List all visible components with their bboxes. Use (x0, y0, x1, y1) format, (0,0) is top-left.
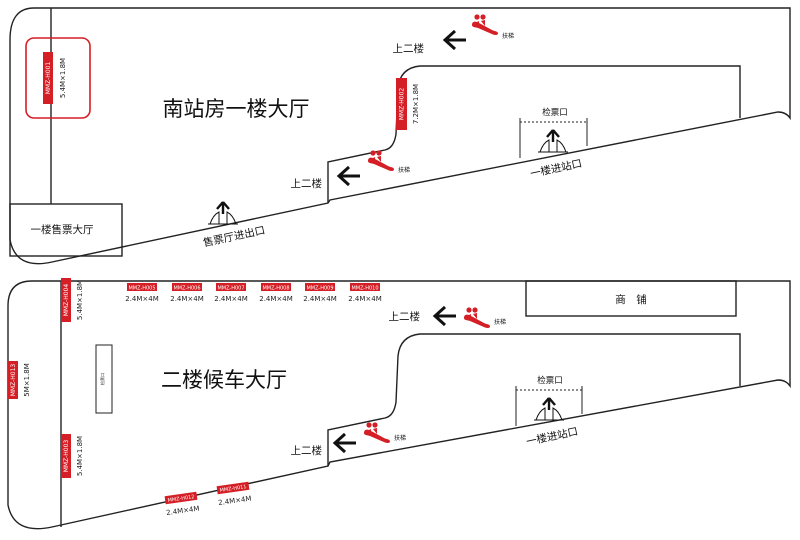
sign-mmz-h011: MMZ-H011 2.4M×4M (216, 481, 252, 508)
escalator-icon (464, 307, 490, 329)
entrance-door-icon (534, 396, 564, 422)
floor1-upper-platform (327, 65, 741, 203)
floor1-highlight-frame (25, 37, 91, 119)
sign-mmz-h001: MMZ-H001 5.4M×1.8M (43, 52, 67, 104)
floor2-gate-label: 检票口 (537, 375, 563, 386)
floor1-gate-label: 检票口 (542, 107, 568, 118)
floor2-upper-platform (327, 333, 741, 466)
floor2-outline (7, 280, 791, 530)
svg-text:MMZ-H012: MMZ-H012 (167, 494, 195, 504)
escalator-icon (364, 422, 390, 444)
svg-text:5.4M×1.8M: 5.4M×1.8M (76, 280, 84, 320)
floor2-shop-label: 商 铺 (615, 293, 647, 306)
escalator-icon (472, 14, 498, 36)
floor1-up-label-mid: 上二楼 (291, 177, 323, 190)
left-arrow-icon (432, 305, 456, 327)
floor1-ticket-hall-box (9, 203, 123, 257)
floor2-up-label-mid: 上二楼 (291, 444, 323, 457)
floor2-check-box-label: 检票口 (99, 373, 105, 385)
svg-text:5M×1.8M: 5M×1.8M (23, 363, 31, 397)
floor1-escalator-label-top: 扶梯 (502, 32, 514, 40)
left-arrow-icon (336, 165, 360, 187)
left-arrow-icon (332, 432, 356, 454)
svg-text:MMZ-H002: MMZ-H002 (399, 88, 406, 121)
escalator-icon (368, 150, 394, 172)
floor1-escalator-label-mid: 扶梯 (398, 166, 410, 174)
svg-text:2.4M×4M: 2.4M×4M (348, 295, 382, 303)
svg-text:MMZ-H001: MMZ-H001 (45, 62, 52, 95)
sign-mmz-h006: MMZ-H006 2.4M×4M (170, 283, 204, 303)
sign-mmz-h009: MMZ-H009 2.4M×4M (303, 283, 337, 303)
sign-mmz-h003: MMZ-H003 5.4M×1.8M (61, 434, 84, 478)
sign-mmz-h007: MMZ-H007 2.4M×4M (214, 283, 248, 303)
floor1-outline (9, 7, 791, 265)
sign-mmz-h013: MMZ-H013 5M×1.8M (8, 361, 31, 399)
floor2-title: 二楼候车大厅 (161, 368, 287, 392)
svg-text:MMZ-H003: MMZ-H003 (63, 440, 70, 473)
entrance-door-icon (538, 128, 568, 154)
floor1-up-label-top: 上二楼 (393, 42, 425, 55)
floor2-entrance-label: 一楼进站口 (525, 425, 579, 449)
svg-text:5.4M×1.8M: 5.4M×1.8M (59, 58, 67, 98)
svg-text:2.4M×4M: 2.4M×4M (303, 295, 337, 303)
exit-door-icon (208, 200, 238, 226)
svg-text:7.2M×1.8M: 7.2M×1.8M (412, 84, 420, 124)
sign-mmz-h005: MMZ-H005 2.4M×4M (125, 283, 159, 303)
svg-text:MMZ-H007: MMZ-H007 (217, 286, 244, 292)
floor1-ticket-hall-label: 一楼售票大厅 (31, 223, 94, 236)
floor2-shop-box (525, 280, 737, 317)
sign-mmz-h004: MMZ-H004 5.4M×1.8M (61, 278, 84, 322)
svg-text:2.4M×4M: 2.4M×4M (166, 505, 200, 518)
floor2-escalator-label-top: 扶梯 (494, 318, 506, 326)
left-arrow-icon (442, 29, 466, 51)
svg-text:MMZ-H009: MMZ-H009 (306, 286, 333, 292)
floor1-plan: 一楼售票大厅 MMZ-H001 5.4M×1.8M MMZ-H002 7.2M×… (9, 7, 791, 265)
svg-text:MMZ-H013: MMZ-H013 (10, 364, 17, 397)
floor1-entrance-label: 一楼进站口 (529, 157, 583, 181)
sign-mmz-h012: MMZ-H012 2.4M×4M (164, 491, 200, 518)
svg-text:MMZ-H011: MMZ-H011 (219, 484, 247, 494)
svg-text:2.4M×4M: 2.4M×4M (170, 295, 204, 303)
sign-mmz-h002: MMZ-H002 7.2M×1.8M (396, 78, 420, 130)
floor2-escalator-label-mid: 扶梯 (394, 434, 406, 442)
svg-text:MMZ-H008: MMZ-H008 (262, 286, 289, 292)
floor2-plan: 商 铺 检票口 MMZ-H004 5.4M×1.8M MMZ-H003 5.4M… (7, 278, 791, 530)
svg-text:2.4M×4M: 2.4M×4M (125, 295, 159, 303)
floor2-up-label-top: 上二楼 (389, 310, 421, 323)
svg-text:2.4M×4M: 2.4M×4M (218, 495, 252, 508)
svg-text:MMZ-H010: MMZ-H010 (351, 286, 378, 292)
svg-text:5.4M×1.8M: 5.4M×1.8M (76, 436, 84, 476)
sign-mmz-h008: MMZ-H008 2.4M×4M (259, 283, 293, 303)
svg-text:MMZ-H006: MMZ-H006 (173, 286, 200, 292)
svg-text:2.4M×4M: 2.4M×4M (214, 295, 248, 303)
svg-text:MMZ-H004: MMZ-H004 (63, 284, 70, 317)
floor1-title: 南站房一楼大厅 (163, 97, 310, 121)
sign-mmz-h010: MMZ-H010 2.4M×4M (348, 283, 382, 303)
svg-text:MMZ-H005: MMZ-H005 (128, 286, 155, 292)
svg-text:2.4M×4M: 2.4M×4M (259, 295, 293, 303)
